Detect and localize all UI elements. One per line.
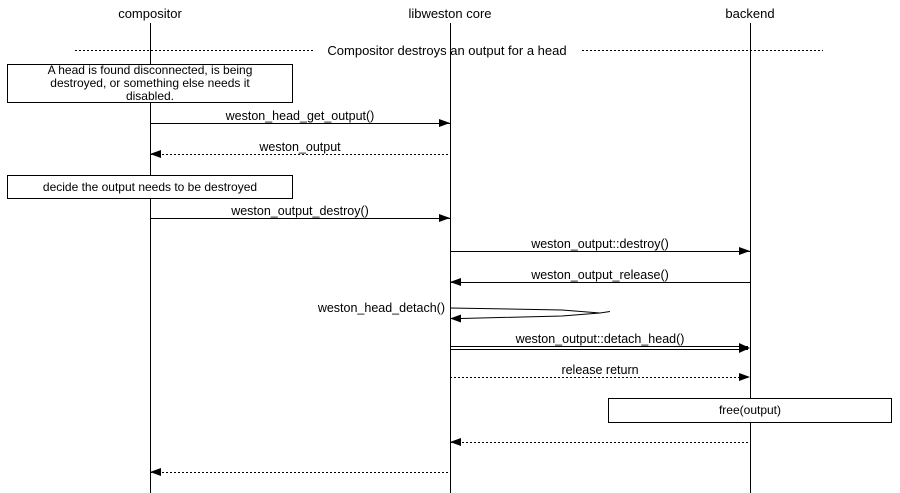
- arrowhead-right-icon: [439, 119, 450, 127]
- lifeline-libweston-core: [450, 23, 451, 493]
- message-line-detach-head-vfunc: [450, 346, 748, 350]
- arrowhead-right-icon: [739, 343, 750, 353]
- arrowhead-right-icon: [739, 247, 750, 255]
- arrowhead-right-icon: [739, 373, 750, 381]
- message-line-return-to-core: [450, 442, 750, 443]
- arrowhead-right-icon: [439, 214, 450, 222]
- actor-label-compositor: compositor: [118, 6, 182, 21]
- message-label-weston-output: weston_output: [259, 140, 341, 154]
- message-line-release-return: [450, 377, 750, 378]
- arrowhead-left-icon: [450, 438, 461, 446]
- message-line-weston-output: [150, 154, 450, 155]
- message-label-output-destroy: weston_output_destroy(): [231, 204, 369, 218]
- message-label-detach-head-vfunc: weston_output::detach_head(): [515, 332, 685, 346]
- message-label-release-return: release return: [561, 363, 639, 377]
- message-line-head-get-output: [150, 123, 450, 124]
- divider-line-left: [75, 50, 313, 51]
- actor-label-backend: backend: [725, 6, 775, 21]
- message-label-output-destroy-vfunc: weston_output::destroy(): [531, 237, 669, 251]
- arrowhead-left-icon: [150, 150, 161, 158]
- self-call-arrow-icon: [450, 307, 611, 323]
- message-line-output-destroy: [150, 218, 450, 219]
- divider-title: Compositor destroys an output for a head: [327, 43, 567, 58]
- note-line: destroyed, or something else needs it: [50, 76, 250, 90]
- arrowhead-left-icon: [450, 278, 461, 286]
- actor-label-libweston-core: libweston core: [408, 6, 492, 21]
- note-head-disconnected: A head is found disconnected, is being d…: [7, 64, 293, 103]
- lifeline-backend: [750, 23, 751, 493]
- arrowhead-left-icon: [150, 468, 161, 476]
- note-line: A head is found disconnected, is being: [47, 63, 253, 77]
- message-label-head-get-output: weston_head_get_output(): [225, 109, 375, 123]
- note-line: decide the output needs to be destroyed: [42, 179, 258, 194]
- divider-line-right: [582, 50, 823, 51]
- message-line-return-to-compositor: [150, 472, 450, 473]
- message-line-output-destroy-vfunc: [450, 251, 750, 252]
- note-free-output: free(output): [608, 398, 892, 423]
- message-line-output-release: [450, 282, 750, 283]
- message-label-output-release: weston_output_release(): [531, 268, 669, 282]
- message-label-head-detach: weston_head_detach(): [317, 301, 445, 315]
- note-line: free(output): [718, 403, 782, 417]
- note-decide-destroy: decide the output needs to be destroyed: [7, 175, 293, 199]
- note-line: disabled.: [125, 89, 175, 103]
- lifeline-compositor: [150, 23, 151, 493]
